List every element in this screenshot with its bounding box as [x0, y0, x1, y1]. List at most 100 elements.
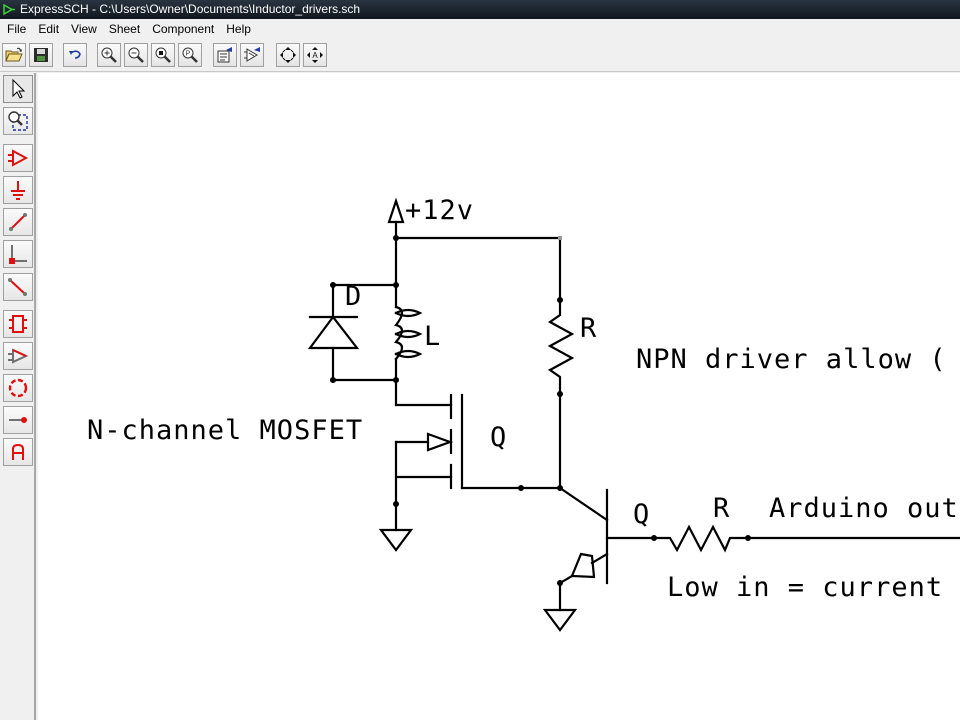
junction-dot [651, 535, 657, 541]
expresssch-logo-icon [3, 3, 15, 16]
junctions [330, 235, 751, 586]
zoom-page-button[interactable]: P [178, 43, 202, 67]
menu-sheet[interactable]: Sheet [108, 22, 141, 36]
base-resistor-label: R [713, 493, 730, 524]
save-button[interactable] [29, 43, 53, 67]
svg-text:A: A [312, 51, 318, 60]
supply-label: +12v [405, 195, 474, 226]
zoom-out-button[interactable] [124, 43, 148, 67]
undo-arrow-icon [69, 50, 81, 59]
schematic-canvas[interactable]: +12v D L R Q N-channel MOSFET NPN driver… [38, 73, 960, 720]
junction-dot [745, 535, 751, 541]
npn-emitter [590, 552, 609, 565]
mosfet-note: N-channel MOSFET [87, 415, 363, 446]
ic-chip-icon [9, 315, 27, 333]
junction-dot [557, 580, 563, 586]
menu-bar: File Edit View Sheet Component Help [0, 19, 960, 39]
buffer-tool[interactable] [3, 342, 33, 370]
inductor-loop-3 [394, 349, 423, 359]
mosfet-ref-label: Q [490, 422, 507, 453]
corner-wire-icon [9, 245, 27, 264]
junction-tool[interactable] [3, 406, 33, 434]
npn-ref-label: Q [633, 499, 650, 530]
supply-symbol [387, 197, 405, 224]
menu-view[interactable]: View [71, 22, 97, 36]
menu-file[interactable]: File [7, 22, 27, 36]
menu-help[interactable]: Help [226, 22, 251, 36]
sheet-properties-button[interactable] [213, 43, 237, 67]
dashed-circle-icon [8, 378, 28, 398]
inductor-label: L [424, 321, 441, 352]
mosfet-ground-symbol [378, 528, 414, 552]
zoom-fit-button[interactable] [151, 43, 175, 67]
mosfet-arrow [426, 432, 454, 452]
junction-dot [557, 485, 563, 491]
toolbar: P A [0, 40, 960, 72]
junction-dot [393, 501, 399, 507]
junction-dot [330, 282, 336, 288]
ground-symbol-icon [11, 181, 25, 200]
inductor-loop-2 [394, 329, 423, 339]
move-annotate-button[interactable]: A [303, 43, 327, 67]
low-note: Low in = current [667, 572, 943, 603]
junction-dot [393, 377, 399, 383]
zoom-select-icon [8, 111, 28, 131]
wire-line-icon [9, 213, 27, 231]
wire-tool[interactable] [3, 208, 33, 236]
place-component-tool[interactable] [3, 144, 33, 172]
npn-emitter-arrow [570, 552, 596, 579]
ground-tool[interactable] [3, 176, 33, 204]
text-tool[interactable] [3, 438, 33, 466]
npn-ground-symbol [542, 608, 578, 632]
npn-note: NPN driver allow ( [636, 344, 947, 375]
title-bar: ExpressSCH - C:\Users\Owner\Documents\In… [0, 0, 960, 19]
zoom-in-icon [101, 47, 117, 63]
circle-tool[interactable] [3, 374, 33, 402]
diode-triangle [307, 315, 360, 350]
move-annotate-icon: A [307, 47, 323, 63]
junction-dot-icon [9, 417, 27, 423]
schematic-drawing[interactable]: +12v D L R Q N-channel MOSFET NPN driver… [38, 73, 960, 720]
npn-collector [558, 486, 609, 522]
menu-component[interactable]: Component [152, 22, 215, 36]
open-folder-icon [5, 47, 23, 62]
open-button[interactable] [2, 43, 26, 67]
junction-dot [393, 282, 399, 288]
tool-palette [0, 73, 36, 720]
corner-wire-tool[interactable] [3, 240, 33, 268]
zoom-select-tool[interactable] [3, 107, 33, 135]
wire-endpoint [558, 236, 562, 240]
undo-button[interactable] [63, 43, 87, 67]
text-a-icon [12, 443, 24, 460]
resistor-top [547, 298, 575, 396]
diagonal-line-icon [8, 278, 27, 296]
base-resistor [652, 524, 750, 553]
component-properties-icon [244, 47, 260, 62]
floppy-disk-icon [34, 48, 48, 62]
bus-tool[interactable] [3, 273, 33, 301]
junction-dot [393, 235, 399, 241]
inductor-loop-1 [394, 308, 423, 318]
zoom-page-icon: P [182, 47, 198, 63]
junction-dot [330, 377, 336, 383]
select-tool[interactable] [3, 75, 33, 103]
resistor-top-label: R [580, 313, 597, 344]
zoom-in-button[interactable] [97, 43, 121, 67]
svg-text:P: P [186, 51, 191, 58]
junction-dot [557, 391, 563, 397]
move-arrows-icon [280, 47, 296, 63]
menu-edit[interactable]: Edit [38, 22, 60, 36]
junction-dot [557, 297, 563, 303]
sheet-properties-icon [217, 47, 232, 63]
junction-dot [518, 485, 524, 491]
zoom-out-icon [128, 47, 144, 63]
component-triangle-icon [8, 149, 29, 167]
zoom-fit-icon [155, 47, 171, 63]
diode-label: D [345, 281, 362, 312]
component-properties-button[interactable] [240, 43, 264, 67]
move-button[interactable] [276, 43, 300, 67]
ic-tool[interactable] [3, 310, 33, 338]
window-title: ExpressSCH - C:\Users\Owner\Documents\In… [20, 2, 361, 16]
arduino-note: Arduino out [769, 493, 959, 524]
pointer-arrow-icon [12, 78, 26, 99]
